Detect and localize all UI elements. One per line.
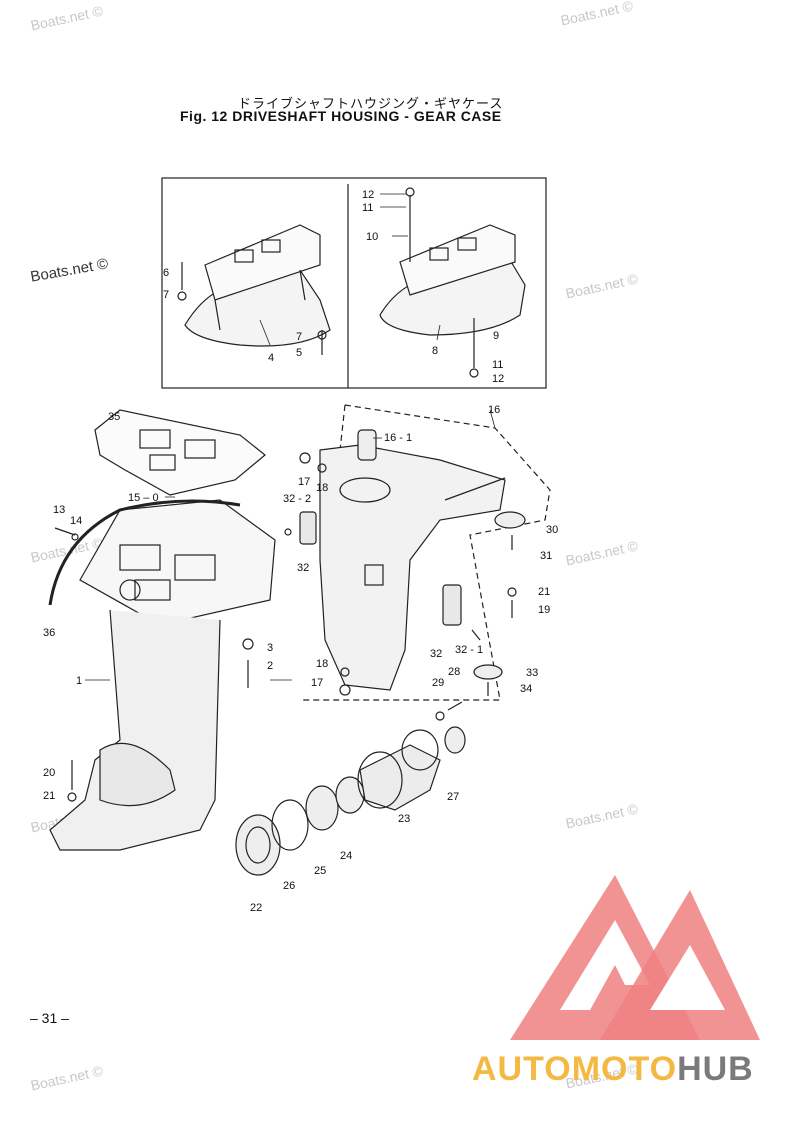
callout-30: 30 <box>546 524 558 536</box>
callout-labels: 12 11 10 6 7 9 7 5 4 8 11 12 16 35 16 - … <box>43 189 558 914</box>
part-bearing-25 <box>305 785 339 831</box>
callout-32-1: 32 - 1 <box>455 644 483 656</box>
part-bushing-24 <box>335 776 365 814</box>
callout-10: 10 <box>366 231 378 243</box>
part-anode-32 <box>299 511 317 545</box>
callout-33: 33 <box>526 667 538 679</box>
callout-7: 7 <box>296 331 302 343</box>
part-gasket-35 <box>94 409 266 496</box>
callout-36: 36 <box>43 627 55 639</box>
callout-18: 18 <box>316 482 328 494</box>
brand-wordmark: AUTOMOTOHUB <box>472 1050 754 1089</box>
part-bushing-16-1 <box>357 429 377 461</box>
callout-13: 13 <box>53 504 65 516</box>
callout-11: 11 <box>362 202 373 214</box>
callout-35: 35 <box>108 411 120 423</box>
callout-32: 32 <box>430 648 442 660</box>
callout-24: 24 <box>340 850 352 862</box>
part-driveshaft-housing-1 <box>49 499 276 851</box>
part-seal-27 <box>444 726 466 754</box>
callout-18: 18 <box>316 658 328 670</box>
page-number: – 31 – <box>30 1010 69 1026</box>
callout-21: 21 <box>43 790 55 802</box>
part-cover-30 <box>494 511 526 529</box>
callout-19: 19 <box>538 604 550 616</box>
callout-25: 25 <box>314 865 326 877</box>
inset-box <box>161 177 547 389</box>
callout-28: 28 <box>448 666 460 678</box>
callout-5: 5 <box>296 347 302 359</box>
part-plate-33 <box>473 664 503 680</box>
callout-32-2: 32 - 2 <box>283 493 311 505</box>
callout-3: 3 <box>267 642 273 654</box>
callout-23: 23 <box>398 813 410 825</box>
callout-7: 7 <box>163 289 169 301</box>
callout-12: 12 <box>362 189 374 201</box>
part-bearing-22 <box>235 814 281 876</box>
automotohub-logo-icon <box>510 875 760 1040</box>
callout-11: 11 <box>492 359 503 371</box>
part-anode-32 <box>442 584 462 626</box>
callout-29: 29 <box>432 677 444 689</box>
callout-8: 8 <box>432 345 438 357</box>
callout-20: 20 <box>43 767 55 779</box>
figure-title: Fig. 12 DRIVESHAFT HOUSING - GEAR CASE <box>180 108 502 124</box>
part-housing-4 <box>184 224 331 347</box>
callout-17: 17 <box>298 476 310 488</box>
callout-4: 4 <box>268 352 274 364</box>
callout-2: 2 <box>267 660 273 672</box>
part-housing-8 <box>379 224 526 336</box>
part-oring-26 <box>271 799 309 851</box>
part-gear-case-16 <box>319 444 506 691</box>
callout-6: 6 <box>163 267 169 279</box>
callout-16-1: 16 - 1 <box>384 432 412 444</box>
callout-31: 31 <box>540 550 552 562</box>
callout-15: 15 – 0 <box>128 492 159 504</box>
callout-16: 16 <box>488 404 500 416</box>
brand-part-1: AUTOMOTO <box>472 1050 678 1088</box>
callout-1: 1 <box>76 675 82 687</box>
figure-title-japanese: ドライブシャフトハウジング・ギヤケース <box>238 96 504 111</box>
callout-27: 27 <box>447 791 459 803</box>
part-seal-36 <box>48 499 241 606</box>
callout-22: 22 <box>250 902 262 914</box>
callout-9: 9 <box>493 330 499 342</box>
callout-14: 14 <box>70 515 82 527</box>
callout-26: 26 <box>283 880 295 892</box>
callout-32: 32 <box>297 562 309 574</box>
callout-17: 17 <box>311 677 323 689</box>
callout-12: 12 <box>492 373 504 385</box>
callout-34: 34 <box>520 683 532 695</box>
part-propeller-shaft-housing-23 <box>359 744 441 811</box>
callout-21: 21 <box>538 586 550 598</box>
brand-part-2: HUB <box>677 1050 754 1088</box>
